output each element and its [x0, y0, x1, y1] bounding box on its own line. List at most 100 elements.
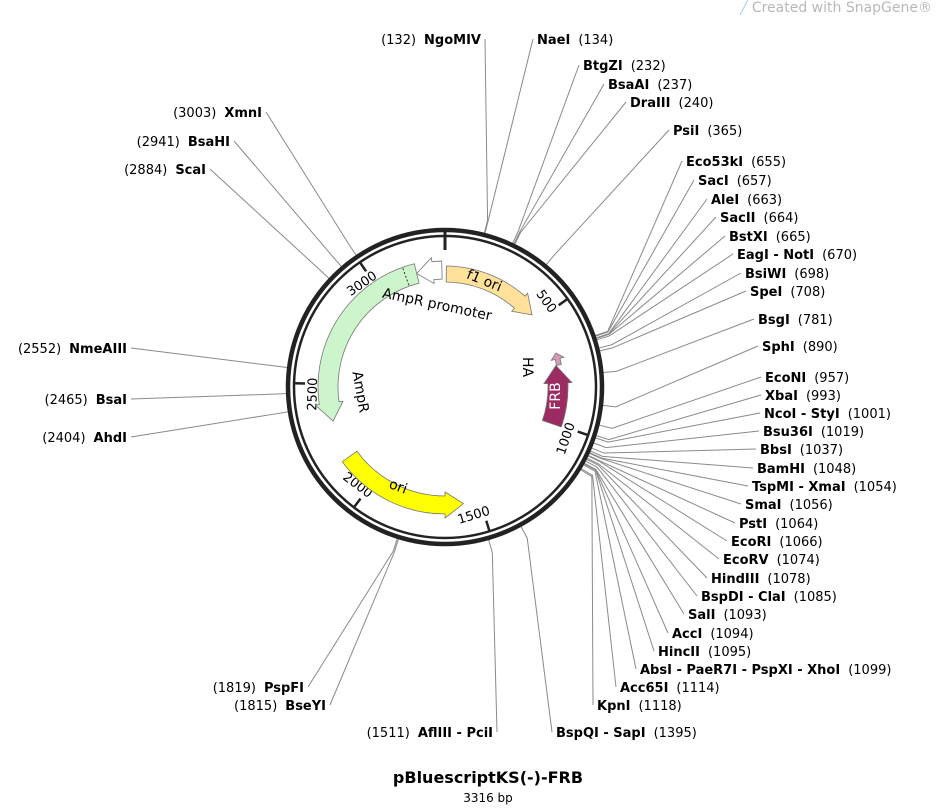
enzyme-cut-line — [209, 168, 330, 279]
enzyme-label[interactable]: AbsI - PaeR7I - PspXI - XhoI(1099) — [640, 663, 891, 678]
enzyme-label[interactable]: KpnI(1118) — [597, 699, 682, 714]
enzyme-label[interactable]: BspDI - ClaI(1085) — [701, 590, 837, 605]
enzyme-name: NmeAIII — [69, 342, 127, 357]
enzyme-cut-line — [593, 430, 760, 449]
enzyme-label[interactable]: NaeI(134) — [537, 33, 613, 48]
enzyme-position: (781) — [798, 313, 833, 328]
enzyme-position: (655) — [751, 155, 786, 170]
enzyme-position: (1056) — [790, 498, 833, 513]
feature-label: ori — [387, 476, 410, 497]
enzyme-position: (1093) — [723, 608, 766, 623]
enzyme-label[interactable]: XbaI(993) — [765, 389, 841, 404]
enzyme-label[interactable]: SmaI(1056) — [745, 498, 833, 513]
enzyme-cut-line — [233, 140, 342, 267]
enzyme-position: (1815) — [234, 699, 277, 714]
enzyme-label[interactable]: (3003)XmnI — [173, 106, 262, 121]
enzyme-name: AhdI — [94, 431, 127, 446]
enzyme-name: TspMI - XmaI — [752, 480, 846, 495]
tick-mark — [557, 298, 568, 307]
enzyme-label[interactable]: BspQI - SapI(1395) — [556, 726, 697, 741]
enzyme-label[interactable]: (2941)BsaHI — [137, 135, 230, 150]
enzyme-position: (708) — [790, 285, 825, 300]
enzyme-name: NgoMIV — [424, 33, 481, 48]
enzyme-label[interactable]: BsgI (781) — [758, 313, 833, 328]
enzyme-cut-line — [585, 460, 698, 597]
enzyme-label[interactable]: EcoRI(1066) — [731, 535, 823, 550]
enzyme-label[interactable]: EagI - NotI(670) — [737, 248, 857, 263]
feature-ori[interactable] — [341, 450, 465, 519]
enzyme-label[interactable]: EcoRV(1074) — [723, 553, 820, 568]
enzyme-label[interactable]: BtgZI(232) — [583, 59, 666, 74]
enzyme-cut-line — [130, 393, 287, 400]
enzyme-position: (670) — [822, 248, 857, 263]
enzyme-label[interactable]: DraIII (240) — [630, 96, 713, 111]
enzyme-label[interactable]: BstXI(665) — [729, 230, 811, 245]
enzyme-label[interactable]: AleI(663) — [711, 193, 782, 208]
enzyme-position: (657) — [737, 174, 772, 189]
enzyme-label[interactable]: Eco53kI(655) — [686, 155, 786, 170]
enzyme-cut-line — [589, 452, 742, 505]
enzyme-label[interactable]: HincII(1095) — [658, 645, 751, 660]
snapgene-logo-icon: ╱ — [739, 1, 748, 16]
enzyme-label[interactable]: (2552)NmeAIII — [18, 342, 127, 357]
feature-ha[interactable] — [550, 352, 565, 366]
enzyme-cut-line — [265, 111, 357, 256]
enzyme-label[interactable]: TspMI - XmaI (1054) — [752, 480, 897, 495]
enzyme-label[interactable]: (132)NgoMIV — [381, 33, 481, 48]
enzyme-name: BsaAI — [608, 78, 649, 93]
enzyme-name: AleI — [711, 193, 739, 208]
enzyme-label[interactable]: Acc65I(1114) — [620, 681, 720, 696]
enzyme-position: (1118) — [638, 699, 681, 714]
feature-f1-ori[interactable] — [445, 265, 533, 316]
enzyme-name: HincII — [658, 645, 700, 660]
enzyme-position: (1395) — [654, 726, 697, 741]
enzyme-cut-line — [591, 447, 757, 454]
enzyme-cut-line — [130, 347, 288, 368]
enzyme-name: EcoRV — [723, 553, 769, 568]
enzyme-label[interactable]: SphI(890) — [762, 340, 838, 355]
enzyme-name: NaeI — [537, 33, 570, 48]
enzyme-cut-line — [602, 345, 759, 408]
enzyme-label[interactable]: NcoI - StyI(1001) — [764, 407, 891, 422]
enzyme-label[interactable]: (2404)AhdI — [42, 431, 127, 446]
enzyme-label[interactable]: AccI(1094) — [672, 627, 754, 642]
enzyme-position: (240) — [679, 96, 714, 111]
enzyme-label[interactable]: (1815)BseYI — [234, 699, 326, 714]
enzyme-label[interactable]: (2884)ScaI — [124, 163, 206, 178]
enzyme-label[interactable]: SalI (1093) — [688, 608, 767, 623]
enzyme-position: (993) — [806, 389, 841, 404]
feature-label: FRB — [548, 382, 564, 409]
enzyme-label[interactable]: SacI(657) — [698, 174, 772, 189]
enzyme-label[interactable]: EcoNI(957) — [765, 371, 849, 386]
enzyme-label[interactable]: PstI(1064) — [739, 517, 818, 532]
enzyme-label[interactable]: BsiWI(698) — [745, 267, 829, 282]
enzyme-name: Acc65I — [620, 681, 668, 696]
enzyme-label[interactable]: SacII(664) — [720, 211, 798, 226]
enzyme-label[interactable]: (1819)PspFI — [213, 681, 304, 696]
enzyme-name: DraIII — [630, 96, 671, 111]
enzyme-cut-line — [599, 290, 747, 352]
enzyme-name: BsaI — [96, 393, 127, 408]
enzyme-label[interactable]: SpeI(708) — [750, 285, 825, 300]
feature-ampr[interactable] — [314, 263, 420, 422]
tick-mark — [359, 262, 368, 273]
enzyme-cut-line — [583, 463, 655, 652]
enzyme-name: SalI — [688, 608, 715, 623]
enzyme-label[interactable]: HindIII(1078) — [711, 572, 811, 587]
enzyme-label[interactable]: BsaAI(237) — [608, 78, 692, 93]
enzyme-label[interactable]: (1511)AflIII - PciI — [367, 726, 493, 741]
enzyme-position: (890) — [803, 340, 838, 355]
enzyme-position: (1094) — [710, 627, 753, 642]
enzyme-label[interactable]: BamHI(1048) — [757, 462, 856, 477]
enzyme-label[interactable]: PsiI(365) — [673, 124, 742, 139]
enzyme-name: BsaHI — [188, 135, 230, 150]
enzyme-name: BsgI — [758, 313, 790, 328]
enzyme-label[interactable]: (2465)BsaI — [45, 393, 128, 408]
enzyme-label[interactable]: Bsu36I(1019) — [763, 425, 864, 440]
feature-ampr-promoter[interactable] — [416, 256, 443, 285]
feature-frb[interactable] — [541, 364, 573, 428]
enzyme-position: (1054) — [854, 480, 897, 495]
enzyme-name: BamHI — [757, 462, 805, 477]
enzyme-label[interactable]: BbsI(1037) — [760, 443, 843, 458]
